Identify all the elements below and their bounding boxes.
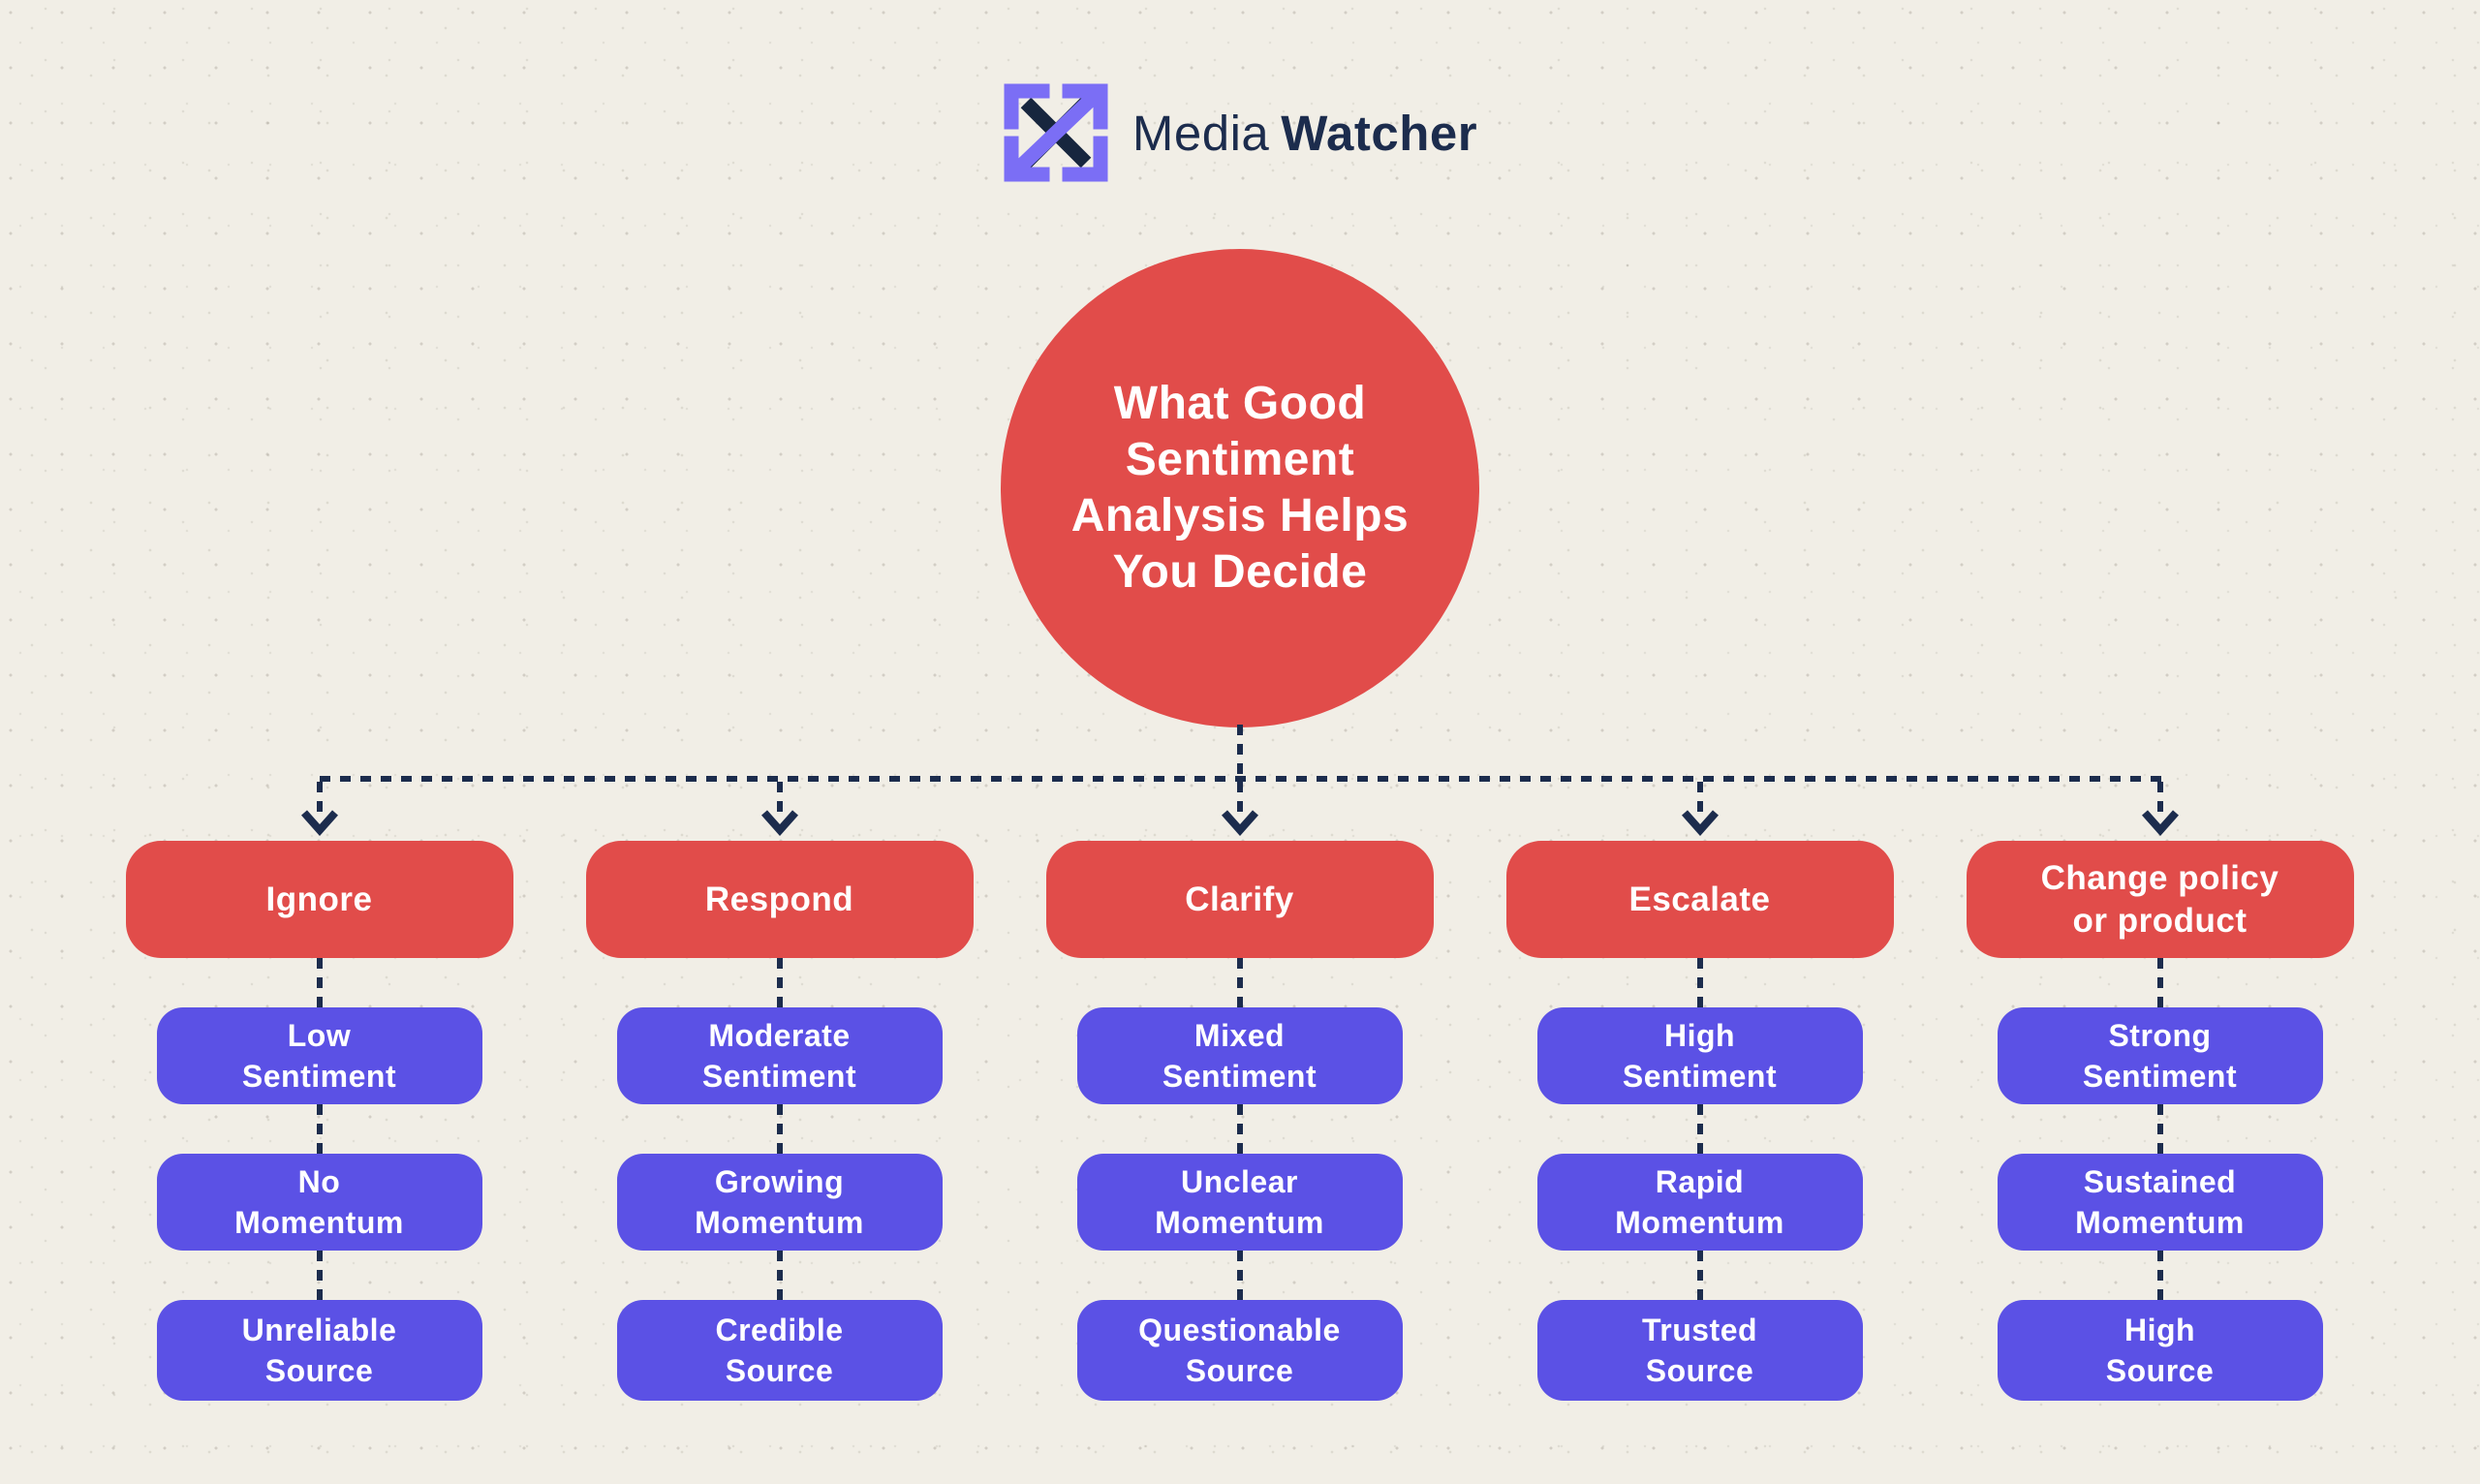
criteria-label-line: Mixed	[1194, 1018, 1286, 1053]
connector-dashed-line	[1236, 958, 1243, 1007]
criteria-label-line: Sentiment	[2082, 1059, 2238, 1094]
connector-dashed-line	[2156, 1251, 2163, 1300]
criteria-label-line: Source	[1645, 1353, 1754, 1388]
criteria-node-sentiment: Strong Sentiment	[1997, 1007, 2323, 1104]
decision-branch-escalate: Escalate High Sentiment Rapid Momentum T…	[1470, 841, 1930, 1401]
criteria-node-source: Questionable Source	[1076, 1300, 1403, 1401]
arrow-down-chevron-icon	[761, 810, 798, 836]
connector-dashed-line	[1236, 1251, 1243, 1300]
action-node: Clarify	[1045, 841, 1434, 958]
crossed-arrows-logo-icon	[1004, 83, 1108, 182]
criteria-label-line: Source	[725, 1353, 834, 1388]
criteria-label-line: No	[297, 1164, 341, 1199]
criteria-label-line: Unreliable	[241, 1313, 397, 1347]
connector-dashed-line	[776, 958, 783, 1007]
criteria-label-line: Sentiment	[701, 1059, 857, 1094]
connector-dashed-line	[2156, 1104, 2163, 1154]
criteria-node-sentiment: Mixed Sentiment	[1076, 1007, 1403, 1104]
decision-branches: Ignore Low Sentiment No Momentum Unrelia…	[89, 841, 2391, 1401]
criteria-label-line: Sentiment	[1622, 1059, 1778, 1094]
connector-dashed-line	[776, 1104, 783, 1154]
connector-dashed-line	[1696, 1104, 1703, 1154]
criteria-node-sentiment: Moderate Sentiment	[616, 1007, 943, 1104]
criteria-node-momentum: Rapid Momentum	[1536, 1154, 1863, 1251]
criteria-label-line: Sentiment	[1162, 1059, 1318, 1094]
decision-branch-clarify: Clarify Mixed Sentiment Unclear Momentum…	[1009, 841, 1470, 1401]
connector-dashed-line	[1696, 1251, 1703, 1300]
brand-name-regular: Media	[1132, 105, 1270, 161]
action-label-line: or product	[2072, 901, 2248, 940]
root-node-circle: What Good Sentiment Analysis Helps You D…	[1001, 249, 1479, 727]
decision-branch-ignore: Ignore Low Sentiment No Momentum Unrelia…	[89, 841, 549, 1401]
connector-dashed-line	[316, 1104, 323, 1154]
criteria-label-line: Momentum	[695, 1205, 864, 1240]
root-stem-connector	[1237, 725, 1243, 779]
root-title-line: You Decide	[1112, 546, 1368, 598]
criteria-label-line: Credible	[715, 1313, 844, 1347]
criteria-label-line: Source	[2105, 1353, 2215, 1388]
criteria-label-line: Sentiment	[241, 1059, 397, 1094]
action-node: Escalate	[1505, 841, 1894, 958]
criteria-label-line: Sustained	[2083, 1164, 2237, 1199]
connector-dashed-line	[1696, 958, 1703, 1007]
criteria-label-line: High	[1663, 1018, 1736, 1053]
action-label-line: Change policy	[2040, 858, 2279, 897]
branch-drop-line	[2157, 782, 2163, 815]
connector-dashed-line	[316, 958, 323, 1007]
root-title-line: Analysis Helps	[1070, 490, 1410, 541]
criteria-label-line: Rapid	[1655, 1164, 1745, 1199]
action-label-line: Respond	[704, 880, 854, 918]
criteria-label-line: Momentum	[1615, 1205, 1784, 1240]
criteria-label-line: Momentum	[234, 1205, 404, 1240]
criteria-label-line: Questionable	[1138, 1313, 1341, 1347]
criteria-node-source: Credible Source	[616, 1300, 943, 1401]
arrow-down-chevron-icon	[1682, 810, 1719, 836]
criteria-label-line: Unclear	[1181, 1164, 1298, 1199]
criteria-label-line: Momentum	[2075, 1205, 2245, 1240]
root-title-line: What Good	[1113, 378, 1367, 429]
criteria-node-source: High Source	[1997, 1300, 2323, 1401]
branch-drop-line	[777, 782, 783, 815]
criteria-label-line: Source	[1185, 1353, 1294, 1388]
arrow-down-chevron-icon	[2142, 810, 2179, 836]
criteria-label-line: Source	[264, 1353, 374, 1388]
criteria-node-sentiment: Low Sentiment	[156, 1007, 482, 1104]
decision-branch-respond: Respond Moderate Sentiment Growing Momen…	[549, 841, 1009, 1401]
connector-dashed-line	[1236, 1104, 1243, 1154]
connector-dashed-line	[316, 1251, 323, 1300]
branch-distribution-line	[320, 776, 2163, 782]
arrow-down-chevron-icon	[1222, 810, 1258, 836]
arrow-down-chevron-icon	[301, 810, 338, 836]
root-title-line: Sentiment	[1125, 434, 1355, 485]
action-node: Change policy or product	[1966, 841, 2354, 958]
criteria-label-line: Strong	[2108, 1018, 2212, 1053]
action-label-line: Escalate	[1628, 880, 1771, 918]
criteria-label-line: Moderate	[708, 1018, 851, 1053]
criteria-node-source: Trusted Source	[1536, 1300, 1863, 1401]
criteria-node-source: Unreliable Source	[156, 1300, 482, 1401]
branch-drop-line	[317, 782, 323, 815]
criteria-label-line: Growing	[714, 1164, 845, 1199]
criteria-label-line: Trusted	[1641, 1313, 1758, 1347]
connector-dashed-line	[2156, 958, 2163, 1007]
brand-name-bold: Watcher	[1281, 105, 1478, 161]
action-label-line: Ignore	[265, 880, 373, 918]
criteria-label-line: Low	[287, 1018, 352, 1053]
criteria-node-momentum: No Momentum	[156, 1154, 482, 1251]
criteria-label-line: Momentum	[1155, 1205, 1324, 1240]
criteria-node-momentum: Sustained Momentum	[1997, 1154, 2323, 1251]
criteria-node-momentum: Unclear Momentum	[1076, 1154, 1403, 1251]
action-label-line: Clarify	[1185, 880, 1294, 918]
decision-branch-change-policy: Change policy or product Strong Sentimen…	[1930, 841, 2390, 1401]
criteria-label-line: High	[2124, 1313, 2196, 1347]
criteria-node-sentiment: High Sentiment	[1536, 1007, 1863, 1104]
action-node: Respond	[585, 841, 974, 958]
criteria-node-momentum: Growing Momentum	[616, 1154, 943, 1251]
connector-dashed-line	[776, 1251, 783, 1300]
branch-drop-line	[1237, 782, 1243, 815]
branch-drop-line	[1697, 782, 1703, 815]
action-node: Ignore	[125, 841, 513, 958]
